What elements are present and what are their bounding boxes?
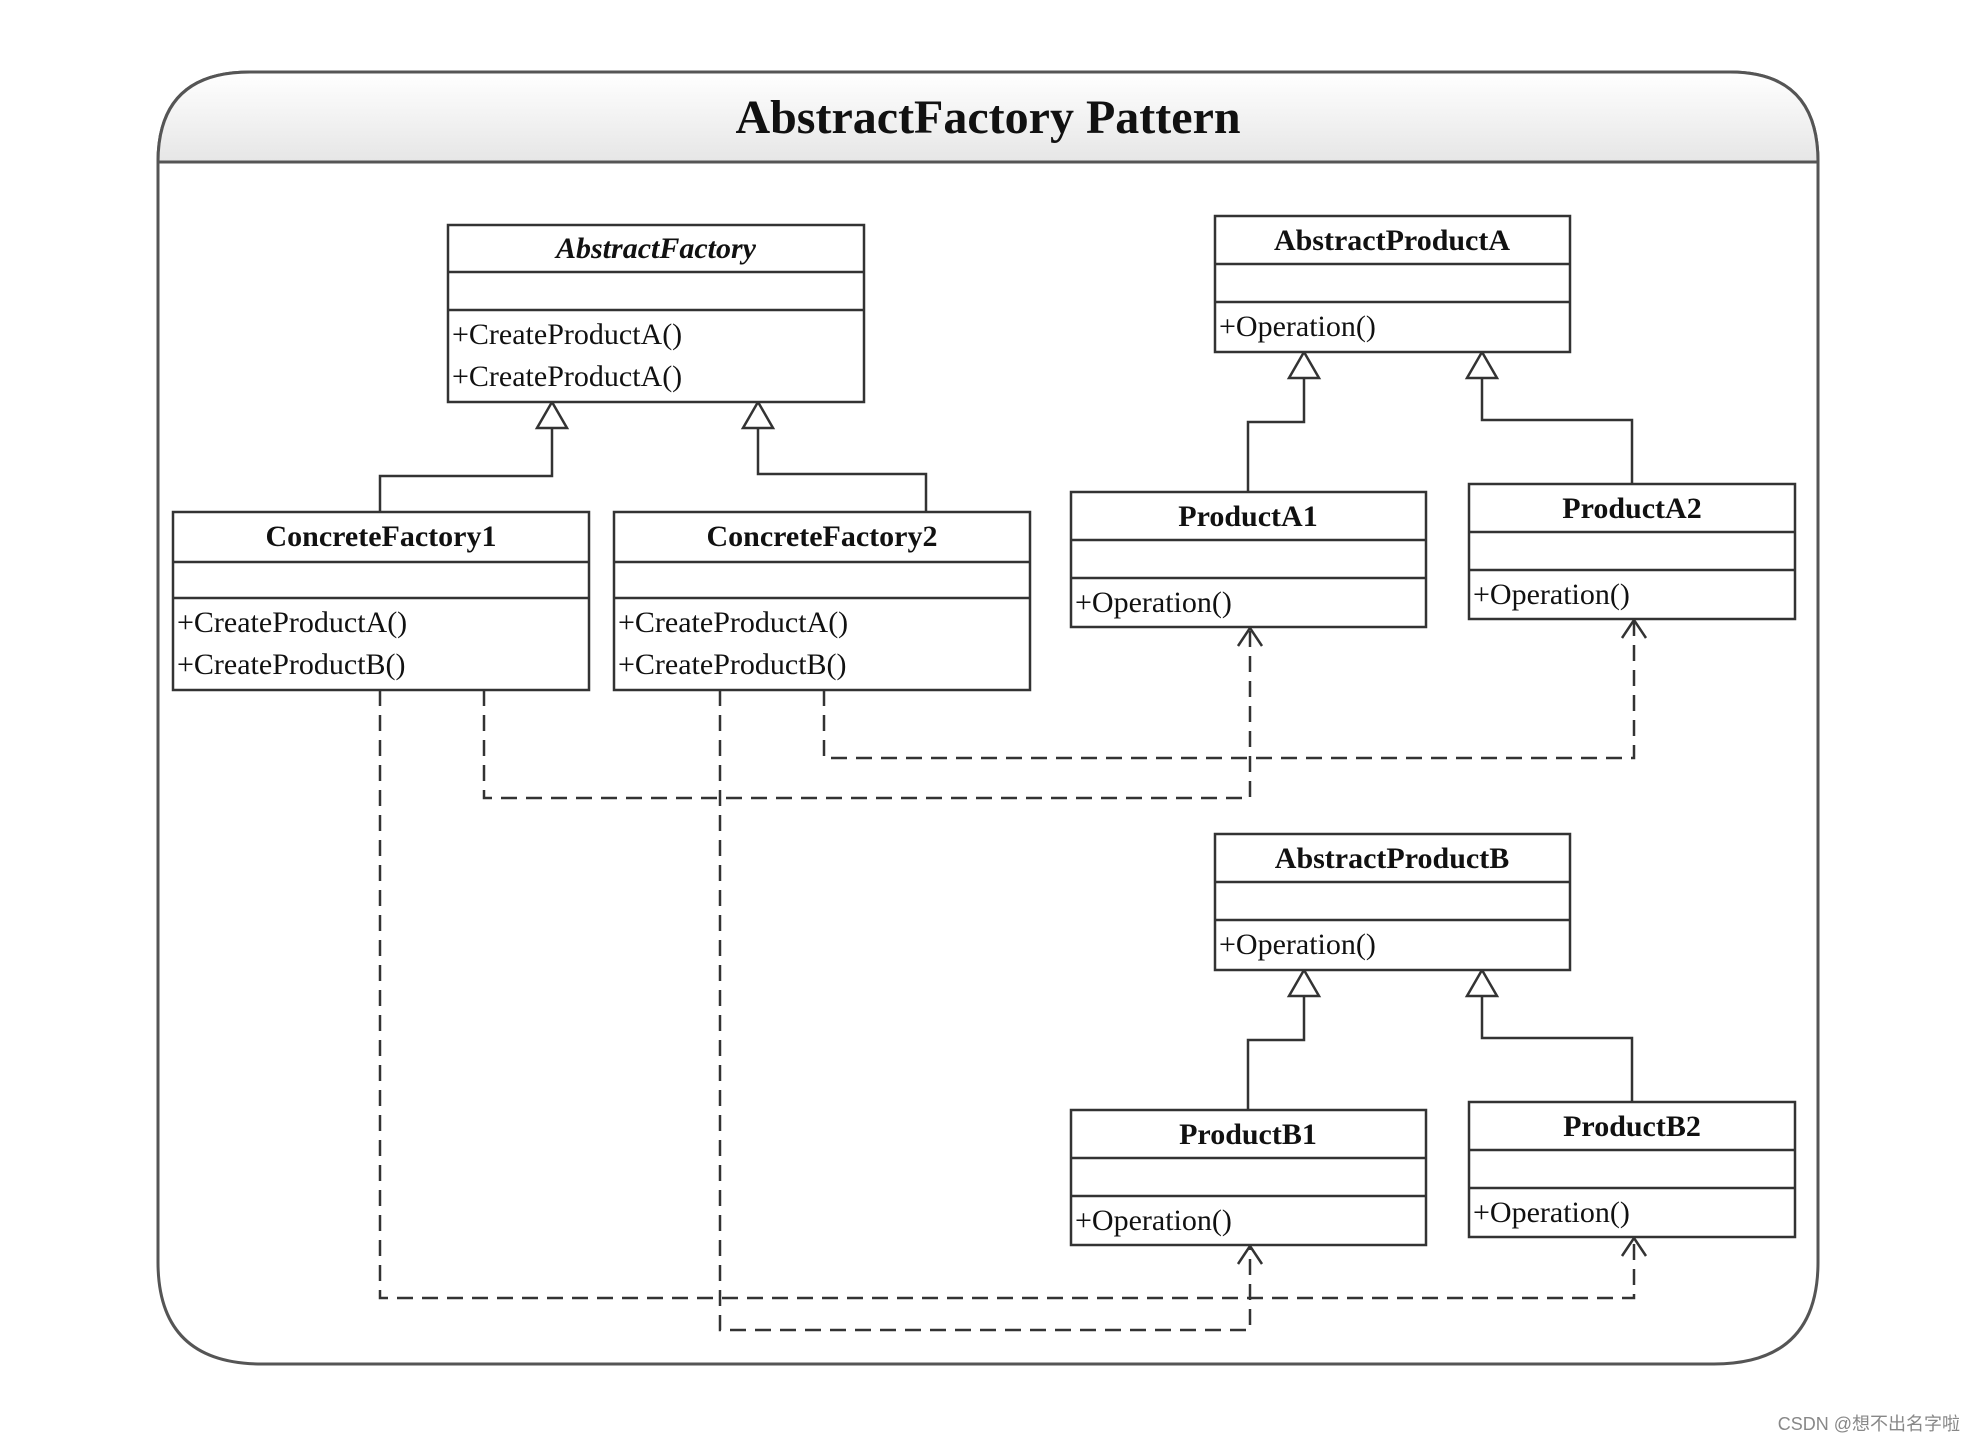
class-abstract-factory: AbstractFactory +CreateProductA() +Creat… bbox=[446, 223, 866, 404]
class-name: AbstractFactory bbox=[554, 232, 757, 265]
method: +Operation() bbox=[1075, 1204, 1232, 1237]
class-concrete-factory-1: ConcreteFactory1 +CreateProductA() +Crea… bbox=[171, 510, 591, 692]
dep-line-cf2-a2 bbox=[822, 620, 1636, 760]
method: +CreateProductB() bbox=[618, 648, 847, 681]
class-name: AbstractProductA bbox=[1274, 224, 1510, 257]
gen-line-b1-apb bbox=[1246, 996, 1306, 1110]
gen-line-cf2-af bbox=[756, 428, 928, 512]
class-name: ProductA1 bbox=[1178, 500, 1317, 533]
class-name: AbstractProductB bbox=[1275, 842, 1509, 875]
gen-arrowhead-cf1 bbox=[534, 399, 570, 430]
class-product-b1: ProductB1 +Operation() bbox=[1069, 1108, 1428, 1247]
dep-line-cf2-b1 bbox=[718, 690, 1252, 1332]
watermark: CSDN @想不出名字啦 bbox=[1778, 1414, 1960, 1434]
gen-line-b2-apb bbox=[1480, 996, 1634, 1102]
method: +CreateProductA() bbox=[452, 318, 682, 351]
dep-line-cf1-a1 bbox=[482, 628, 1252, 800]
gen-arrowhead-b2 bbox=[1464, 967, 1500, 998]
method: +CreateProductA() bbox=[177, 606, 407, 639]
method: +Operation() bbox=[1473, 578, 1630, 611]
class-name: ConcreteFactory2 bbox=[706, 520, 937, 553]
generalization-lines bbox=[378, 349, 1634, 1110]
method: +Operation() bbox=[1219, 310, 1376, 343]
class-abstract-product-a: AbstractProductA +Operation() bbox=[1213, 214, 1572, 354]
class-name: ProductB1 bbox=[1179, 1118, 1317, 1151]
class-product-a2: ProductA2 +Operation() bbox=[1467, 482, 1797, 621]
method: +CreateProductB() bbox=[177, 648, 406, 681]
method: +Operation() bbox=[1473, 1196, 1630, 1229]
gen-arrowhead-a1 bbox=[1286, 349, 1322, 380]
class-name: ProductA2 bbox=[1562, 492, 1701, 525]
gen-arrowhead-cf2 bbox=[740, 399, 776, 430]
class-product-a1: ProductA1 +Operation() bbox=[1069, 490, 1428, 629]
gen-line-cf1-af bbox=[378, 428, 554, 512]
method: +Operation() bbox=[1075, 586, 1232, 619]
method: +Operation() bbox=[1219, 928, 1376, 961]
class-concrete-factory-2: ConcreteFactory2 +CreateProductA() +Crea… bbox=[612, 510, 1032, 692]
diagram-title: AbstractFactory Pattern bbox=[735, 91, 1240, 144]
gen-arrowhead-b1 bbox=[1286, 967, 1322, 998]
gen-line-a1-apa bbox=[1246, 378, 1306, 492]
gen-line-a2-apa bbox=[1480, 378, 1634, 484]
class-name: ProductB2 bbox=[1563, 1110, 1701, 1143]
class-product-b2: ProductB2 +Operation() bbox=[1467, 1100, 1797, 1239]
method: +CreateProductA() bbox=[452, 360, 682, 393]
class-name: ConcreteFactory1 bbox=[265, 520, 496, 553]
dep-line-cf1-b2 bbox=[378, 690, 1636, 1300]
method: +CreateProductA() bbox=[618, 606, 848, 639]
gen-arrowhead-a2 bbox=[1464, 349, 1500, 380]
class-abstract-product-b: AbstractProductB +Operation() bbox=[1213, 832, 1572, 972]
